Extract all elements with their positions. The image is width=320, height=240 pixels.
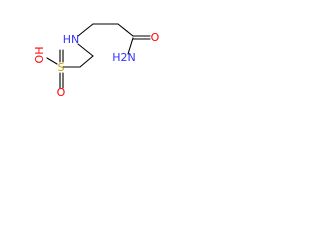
bond-nh-c4 xyxy=(77,43,94,57)
bond-c4-c5 xyxy=(79,55,94,68)
atom-nh2-label: H2N xyxy=(112,51,136,64)
bond-c2-c3 xyxy=(117,23,134,37)
bond-nh-c1 xyxy=(77,23,94,37)
atom-carbonyl-o-label: O xyxy=(151,31,160,44)
bond-c3-nh2 xyxy=(127,37,134,55)
atom-s-label: S xyxy=(58,61,65,74)
molecule-svg: HN O H2N S OH O xyxy=(33,23,160,99)
atom-oh-label: OH xyxy=(33,47,46,64)
atom-o-bottom-label: O xyxy=(57,86,66,99)
atom-nh-label: HN xyxy=(63,33,80,46)
molecule-structure-diagram: HN O H2N S OH O xyxy=(0,0,192,127)
bond-s-oh xyxy=(46,57,58,65)
